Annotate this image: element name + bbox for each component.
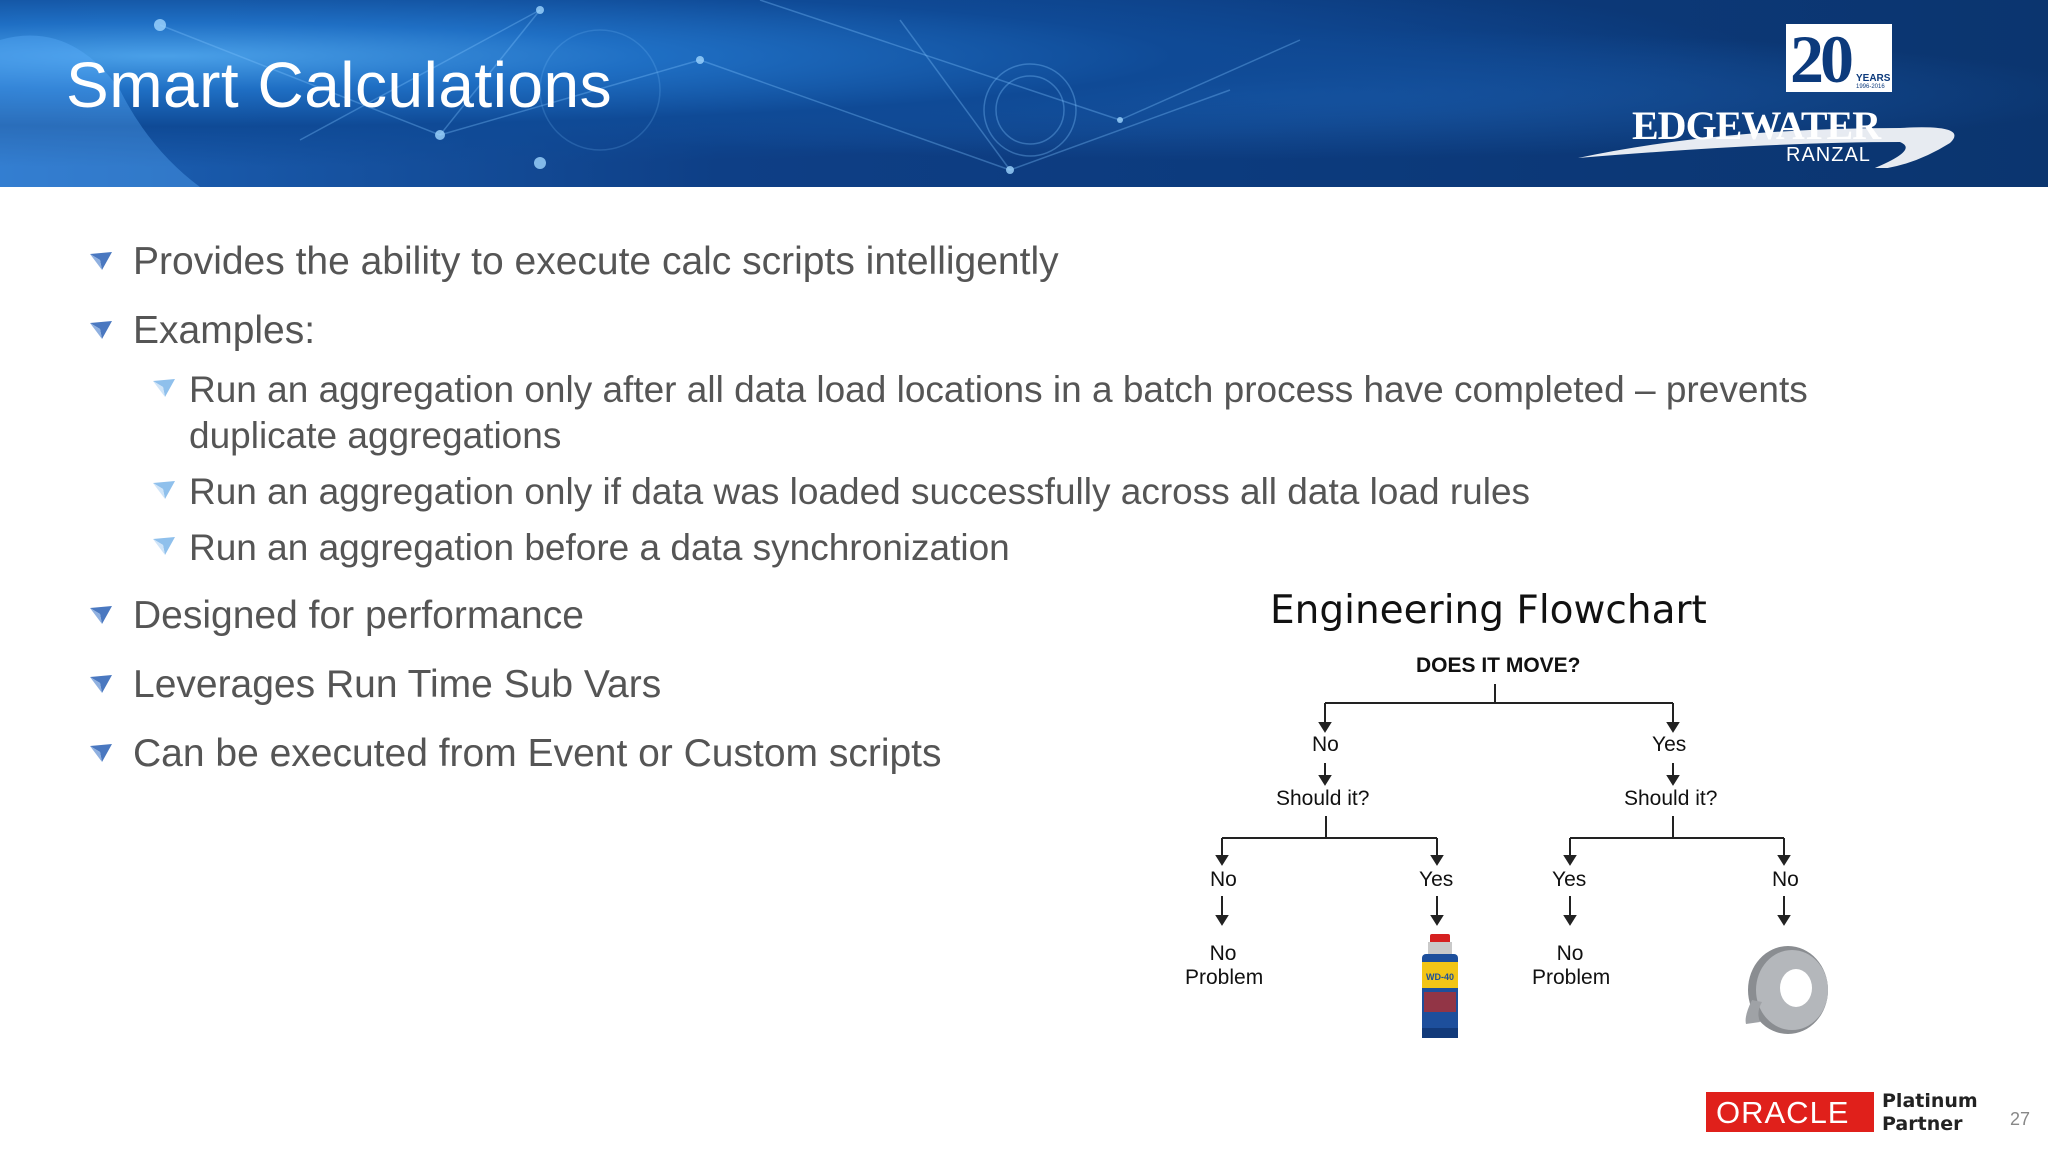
bullet-arrow-icon (90, 744, 112, 762)
flowchart-rl-result: No Problem (1532, 942, 1611, 990)
network-background-graphic (0, 0, 1301, 187)
flowchart-ll-answer: No (1210, 868, 1237, 891)
duct-tape-icon (1745, 946, 1828, 1034)
sub-bullet-text-line1: Run an aggregation only after all data l… (189, 369, 1808, 410)
sub-bullet-arrow-icon (153, 379, 175, 397)
page-number: 27 (2010, 1109, 2031, 1129)
result-line1: No (1209, 942, 1237, 965)
partner-level: Platinum (1882, 1090, 1978, 1112)
logo-swoosh-graphic (1578, 127, 1955, 168)
bullet-item: Examples: (90, 309, 316, 353)
engineering-flowchart: Engineering Flowchart (1170, 580, 1870, 1060)
flowchart-left-question: Should it? (1276, 787, 1370, 810)
flowchart-right-question: Should it? (1624, 787, 1718, 810)
anniversary-number: 20 (1790, 21, 1854, 97)
bullet-item: Provides the ability to execute calc scr… (90, 240, 1059, 284)
sub-bullet-item: Run an aggregation only if data was load… (153, 469, 1531, 515)
bullet-item: Designed for performance (90, 594, 584, 638)
header-banner: Smart Calculations 20 YEARS 1996-2016 ED… (0, 0, 2048, 187)
bullet-arrow-icon (90, 252, 112, 270)
sub-bullet-arrow-icon (153, 481, 175, 499)
sub-bullet-text-line1: Run an aggregation only if data was load… (189, 471, 1531, 512)
can-label: WD-40 (1426, 972, 1454, 982)
sub-bullet-item: Run an aggregation only after all data l… (153, 367, 1889, 459)
flowchart-rl-answer: Yes (1552, 868, 1587, 891)
oracle-logo: ORACLE (1706, 1092, 1874, 1132)
anniversary-badge: 20 YEARS 1996-2016 (1786, 21, 1892, 97)
anniversary-range: 1996-2016 (1856, 84, 1885, 90)
flowchart-left-answer: No (1312, 733, 1339, 756)
sub-bullet-text-line1: Run an aggregation before a data synchro… (189, 527, 1010, 568)
bullet-arrow-icon (90, 321, 112, 339)
bullet-text: Designed for performance (133, 594, 584, 637)
flowchart-right-answer: Yes (1652, 733, 1687, 756)
bullet-item: Can be executed from Event or Custom scr… (90, 732, 942, 776)
sub-bullet-arrow-icon (153, 537, 175, 555)
result-line2: Problem (1532, 966, 1611, 989)
result-line2: Problem (1185, 966, 1264, 989)
partner-label: Partner (1882, 1113, 1963, 1135)
logo-subtitle: RANZAL (1786, 144, 1871, 166)
bullet-arrow-icon (90, 675, 112, 693)
flowchart-connectors (1215, 684, 1791, 926)
flowchart-lr-answer: Yes (1419, 868, 1454, 891)
bullet-text: Can be executed from Event or Custom scr… (133, 732, 942, 775)
sub-bullet-item: Run an aggregation before a data synchro… (153, 525, 1010, 571)
result-line1: No (1556, 942, 1584, 965)
flowchart-title: Engineering Flowchart (1270, 588, 1707, 633)
bullet-text: Examples: (133, 309, 316, 352)
sub-bullet-text-line2: duplicate aggregations (189, 415, 562, 456)
anniversary-label: YEARS (1856, 73, 1891, 84)
slide-title: Smart Calculations (66, 49, 613, 121)
spray-can-icon: WD-40 (1422, 934, 1458, 1038)
bullet-text: Leverages Run Time Sub Vars (133, 663, 662, 706)
bullet-item: Leverages Run Time Sub Vars (90, 663, 662, 707)
edgewater-ranzal-logo: 20 YEARS 1996-2016 EDGEWATER RANZAL (1570, 18, 1970, 168)
flowchart-ll-result: No Problem (1185, 942, 1264, 990)
flowchart-rr-answer: No (1772, 868, 1799, 891)
logo-company-name: EDGEWATER (1632, 103, 1881, 148)
bullet-arrow-icon (90, 606, 112, 624)
oracle-logo-text: ORACLE (1716, 1095, 1850, 1130)
bullet-text: Provides the ability to execute calc scr… (133, 240, 1059, 283)
flowchart-question: DOES IT MOVE? (1416, 654, 1581, 677)
